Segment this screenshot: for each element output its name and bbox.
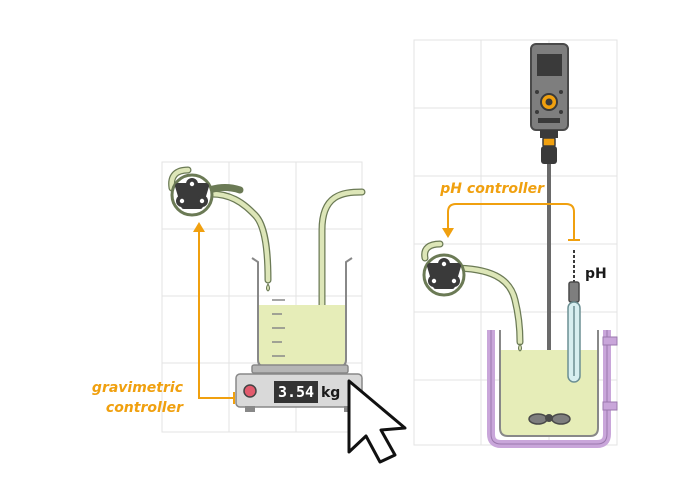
stirrer-motor-icon: [530, 43, 569, 164]
scale-unit: kg: [321, 385, 340, 401]
scale-display-value: 3.54: [278, 383, 314, 401]
arrow-up-icon: [193, 222, 205, 232]
mouse-cursor-icon: [347, 379, 407, 464]
right-tubing: [421, 240, 524, 346]
ph-controller-label: pH controller: [439, 181, 545, 197]
peristaltic-pump-icon: [170, 173, 214, 217]
ph-probe-icon: [567, 250, 581, 383]
gravimetric-label-line2: controller: [106, 400, 184, 416]
drip-droplet: [266, 283, 270, 292]
left-tubing: [168, 166, 366, 364]
ph-probe-label: pH: [585, 266, 607, 282]
drip-droplet: [518, 343, 522, 352]
jacketed-vessel-icon: [487, 330, 618, 448]
peristaltic-pump-icon: [422, 253, 466, 297]
impeller-icon: [528, 413, 571, 425]
gravimetric-label-line1: gravimetric: [92, 380, 184, 396]
gravimetric-controller-loop: [198, 232, 235, 404]
scale-icon: [235, 364, 363, 412]
arrow-down-icon: [442, 228, 454, 238]
ph-controller-loop: [447, 203, 580, 241]
